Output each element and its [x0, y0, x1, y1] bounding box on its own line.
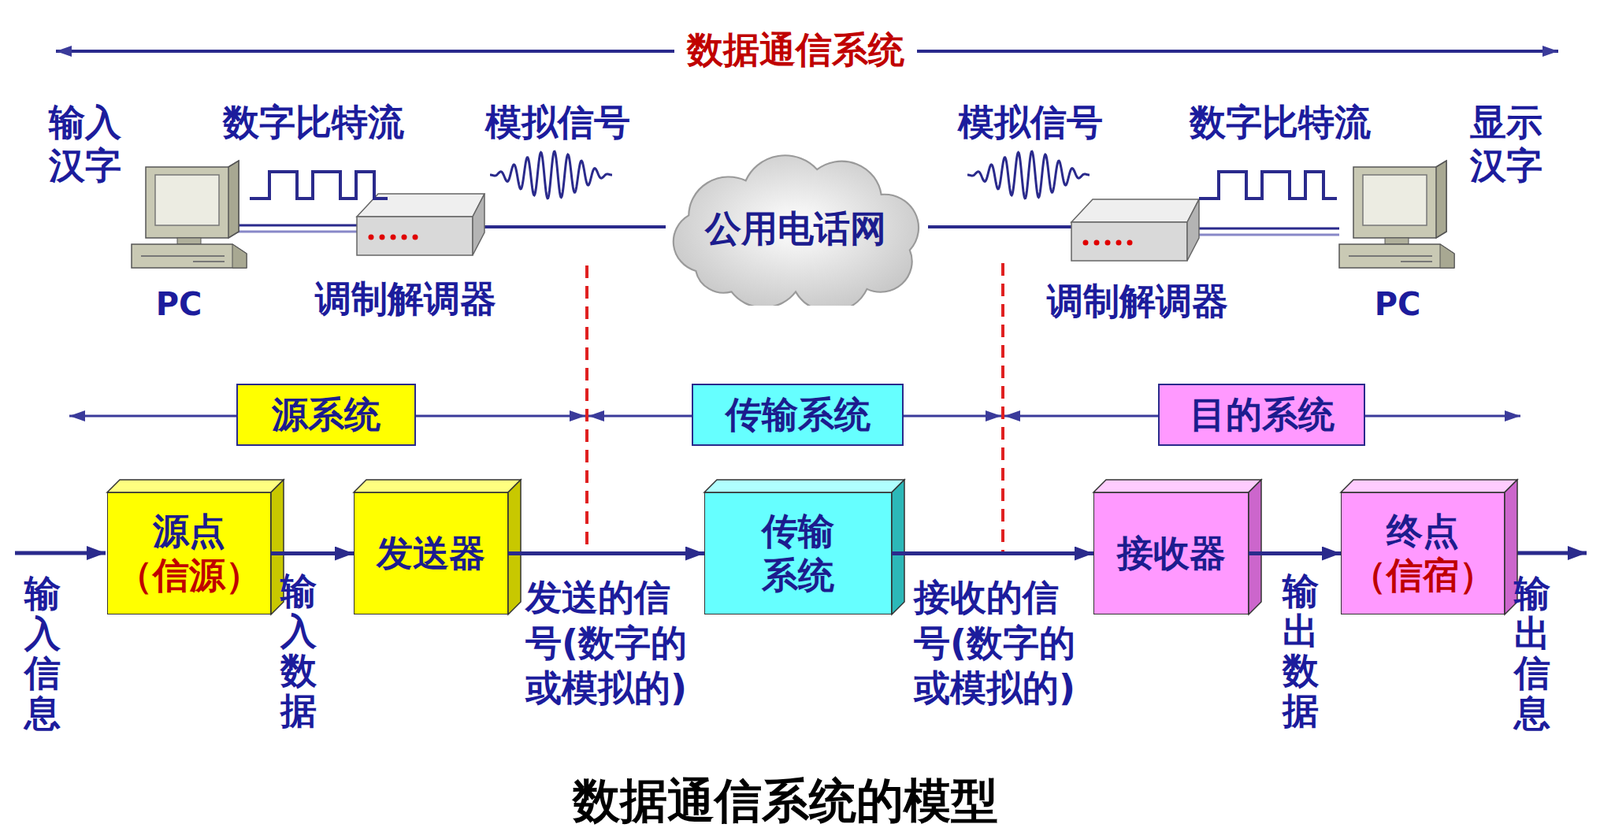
box-top-face	[1093, 479, 1262, 493]
pc-icon	[1339, 160, 1455, 268]
destination-box: 终点（信宿）	[1340, 492, 1505, 615]
flow-arrow	[270, 551, 354, 556]
drawing-line	[928, 225, 1073, 229]
source-box: 源点（信源）	[107, 492, 271, 615]
signal-name: 数字比特流	[1189, 100, 1371, 145]
transmission-box: 传输系统	[704, 492, 892, 615]
node-sublabel: （信源）	[116, 553, 262, 598]
drawing-line	[236, 230, 360, 234]
edge-label: 输入数据	[280, 571, 317, 731]
digital-wave	[249, 171, 388, 199]
box-top-face	[107, 479, 284, 493]
node-label: 接收器	[1117, 531, 1226, 576]
digital-wave	[1199, 171, 1337, 199]
edge-label: 接收的信号(数字的或模拟的)	[913, 575, 1088, 712]
flow-arrow	[508, 551, 705, 556]
node-label: 源点	[152, 509, 226, 554]
box-top-face	[1340, 479, 1518, 493]
flow-arrow	[1248, 551, 1341, 556]
system-band-box: 源系统	[236, 383, 416, 446]
node-label: 源系统	[271, 393, 381, 437]
drawing-line	[236, 224, 360, 227]
device-name: PC	[1374, 285, 1422, 323]
box-top-face	[704, 479, 905, 493]
device-name: PC	[155, 285, 203, 323]
analog-wave	[967, 151, 1090, 198]
boundary-line	[585, 265, 589, 552]
pc-icon	[131, 160, 247, 268]
annotation: 输入汉字	[48, 100, 122, 188]
drawing-line	[1197, 233, 1340, 237]
box-top-face	[353, 479, 521, 493]
output-arrow	[1507, 551, 1587, 556]
node-label: 发送器	[376, 531, 486, 576]
node-label: 目的系统	[1189, 393, 1335, 437]
transmitter-box: 发送器	[353, 492, 509, 615]
receiver-box: 接收器	[1093, 492, 1249, 615]
annotation: 显示汉字	[1470, 100, 1543, 188]
io-label: 输入信息	[24, 573, 61, 733]
analog-wave	[490, 151, 613, 198]
drawing-line	[1197, 227, 1340, 231]
signal-name: 模拟信号	[957, 100, 1103, 145]
device-name: 调制解调器	[315, 277, 497, 321]
cloud-outline	[673, 155, 919, 306]
box-side-face	[891, 479, 905, 615]
node-label: 公用电话网	[705, 207, 887, 251]
node-sublabel: （信宿）	[1350, 553, 1496, 598]
box-side-face	[508, 479, 521, 615]
modem-icon	[356, 193, 485, 256]
system-band-box: 目的系统	[1158, 383, 1366, 446]
edge-label: 输出数据	[1282, 571, 1319, 731]
network-cloud: 公用电话网	[653, 152, 939, 306]
node-label: 终点	[1386, 509, 1459, 554]
input-arrow	[14, 551, 106, 556]
drawing-line	[482, 225, 666, 229]
modem-icon	[1071, 199, 1200, 261]
edge-label: 发送的信号(数字的或模拟的)	[525, 575, 699, 712]
node-label: 传输系统	[725, 393, 871, 437]
system-band-box: 传输系统	[691, 383, 904, 446]
diagram-caption: 数据通信系统的模型	[572, 772, 999, 829]
signal-name: 数字比特流	[222, 100, 405, 145]
device-name: 调制解调器	[1046, 279, 1229, 323]
boundary-line	[1001, 263, 1005, 552]
diagram-title: 数据通信系统	[674, 28, 917, 72]
node-label: 传输系统	[757, 509, 838, 597]
io-label: 输出信息	[1514, 573, 1551, 733]
signal-name: 模拟信号	[485, 100, 631, 145]
box-side-face	[1248, 479, 1262, 615]
flow-arrow	[891, 551, 1094, 556]
